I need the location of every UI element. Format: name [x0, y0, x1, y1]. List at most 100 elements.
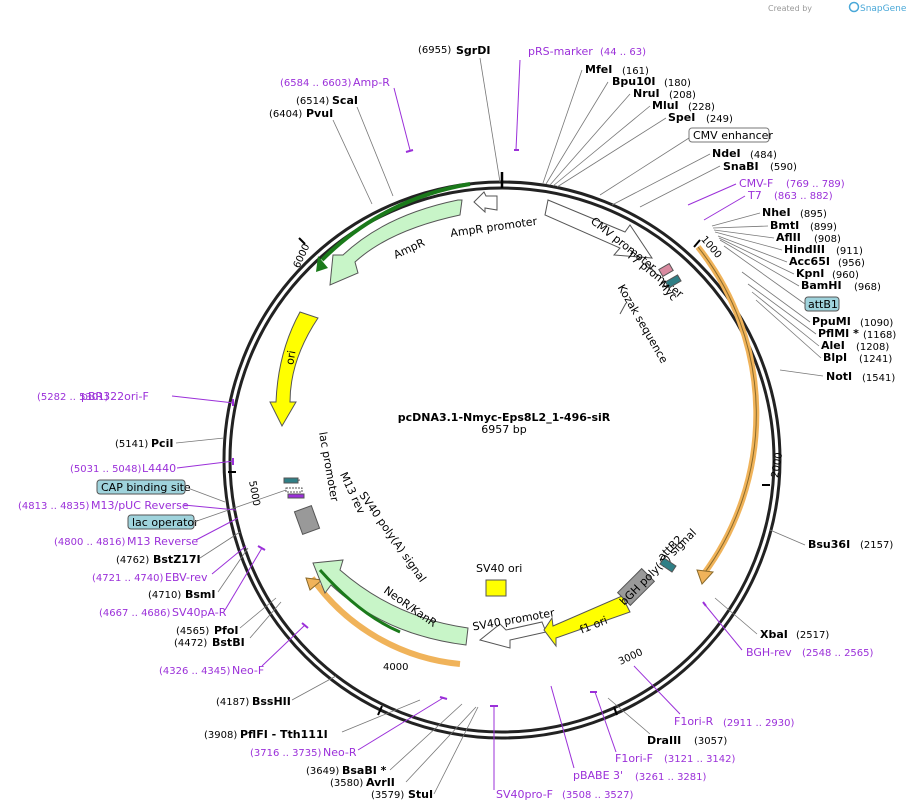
pvui-name: PvuI [306, 107, 333, 120]
plasmid-name: pcDNA3.1-Nmyc-Eps8L2_1-496-siR [398, 411, 611, 424]
cmv-f-name[interactable]: CMV-F [739, 177, 773, 190]
pflfi-name: PflFI - Tth111I [240, 728, 328, 741]
bgh-rev-name[interactable]: BGH-rev [746, 646, 792, 659]
aflii-name: AflII [776, 231, 801, 244]
bsmi-pos: (4710) [148, 590, 181, 601]
ampr-label: AmpR [392, 236, 428, 262]
neo-f-name[interactable]: Neo-F [232, 664, 264, 677]
f1ori-r-range: (2911 .. 2930) [723, 718, 795, 729]
ebv-rev-name[interactable]: EBV-rev [165, 571, 208, 584]
cmv-promoter-feature[interactable] [544, 199, 653, 259]
bsmi-name: BsmI [185, 588, 216, 601]
pcii-pos: (5141) [115, 439, 148, 450]
tick-2000: 2000 [770, 452, 785, 479]
ndei-pos: (484) [750, 150, 777, 161]
l4440-name[interactable]: L4440 [142, 462, 176, 475]
scai-name: ScaI [332, 94, 358, 107]
bstz17i-pos: (4762) [116, 555, 149, 566]
orf-outline-top [695, 245, 760, 577]
blpi-pos: (1241) [859, 354, 892, 365]
nrui-name: NruI [633, 87, 660, 100]
kpni-name: KpnI [796, 267, 824, 280]
t7-promoter-feature[interactable] [645, 261, 659, 277]
acc65i-pos: (956) [838, 258, 865, 269]
pcii-name: PciI [151, 437, 173, 450]
sgrdi-name: SgrDI [456, 44, 490, 57]
m13-primer-mark[interactable] [287, 493, 305, 499]
alei-pos: (1208) [856, 342, 889, 353]
backbone-inner-strand [228, 186, 776, 734]
pbr322ori-f-name[interactable]: pBR322ori-F [81, 390, 149, 403]
sv40-ori-feature[interactable] [485, 579, 507, 597]
ampr-feature[interactable] [329, 199, 463, 286]
ampr-promoter-feature[interactable] [473, 191, 498, 214]
ampr-orf-arrowhead [316, 256, 328, 272]
draiii-pos: (3057) [694, 736, 727, 747]
pfoi-pos: (4565) [176, 626, 209, 637]
f1ori-f-range: (3121 .. 3142) [664, 754, 736, 765]
prs-marker-name[interactable]: pRS-marker [528, 45, 593, 58]
kozak-feature[interactable] [619, 302, 627, 315]
neo-r-range: (3716 .. 3735) [250, 748, 322, 759]
cap-binding-site-label: CAP binding site [101, 481, 191, 494]
pbr322ori-f-range: (5282 .. 5301) [37, 392, 109, 403]
cmv-enhancer-box[interactable] [688, 127, 770, 143]
mfei-pos: (161) [622, 66, 649, 77]
amp-r-range: (6584 .. 6603) [280, 78, 352, 89]
neo-orf-line [318, 569, 401, 634]
bstbi-pos: (4472) [174, 638, 207, 649]
sv40-ori-label: SV40 ori [476, 562, 522, 575]
pbabe3-name[interactable]: pBABE 3' [573, 769, 623, 782]
m13-puc-rev-name[interactable]: M13/pUC Reverse [91, 499, 189, 512]
kozak-label: Kozak sequence [615, 282, 671, 366]
hindiii-pos: (911) [836, 246, 863, 257]
attb2-feature[interactable] [659, 557, 677, 573]
spei-name: SpeI [668, 111, 695, 124]
sv40-promoter-feature[interactable] [478, 621, 547, 649]
sv40pro-f-name[interactable]: SV40pro-F [496, 788, 553, 801]
ppumi-pos: (1090) [860, 318, 893, 329]
pflmi-pos: (1168) [863, 330, 896, 341]
f1ori-f-name[interactable]: F1ori-F [615, 752, 653, 765]
neo-r-name[interactable]: Neo-R [323, 746, 357, 759]
ampr-orf-line [320, 182, 471, 262]
noti-pos: (1541) [862, 373, 895, 384]
nhei-name: NheI [762, 206, 791, 219]
snabi-name: SnaBI [723, 160, 759, 173]
myc-feature[interactable] [658, 262, 674, 278]
scai-pos: (6514) [296, 96, 329, 107]
bsabi-pos: (3649) [306, 766, 339, 777]
nhei-pos: (895) [800, 209, 827, 220]
insert-feature[interactable] [664, 274, 682, 289]
backbone-outer-strand [222, 180, 782, 740]
m13-reverse-range: (4800 .. 4816) [54, 537, 126, 548]
ori-feature[interactable] [269, 311, 319, 428]
acc65i-name: Acc65I [789, 255, 830, 268]
bgh-polya-feature[interactable] [616, 567, 656, 607]
xbai-name: XbaI [760, 628, 788, 641]
cap-site-mark[interactable] [283, 477, 299, 484]
attb1-label: attB1 [808, 298, 838, 311]
sv40pa-r-name[interactable]: SV40pA-R [172, 606, 227, 619]
snapgene-brand: SnapGene [860, 4, 907, 14]
m13-reverse-name[interactable]: M13 Reverse [127, 535, 198, 548]
sv40-polya-feature[interactable] [293, 505, 321, 535]
t7-name[interactable]: T7 [747, 189, 762, 202]
ppumi-name: PpuMI [812, 315, 851, 328]
spei-pos: (249) [706, 114, 733, 125]
amp-r-name[interactable]: Amp-R [353, 76, 390, 89]
mlui-pos: (228) [688, 102, 715, 113]
tick-6000: 6000 [292, 242, 313, 270]
f1-ori-feature[interactable] [543, 595, 631, 648]
tick-3000: 3000 [617, 647, 645, 668]
cmv-f-range: (769 .. 789) [786, 179, 845, 190]
bsu36i-pos: (2157) [860, 540, 893, 551]
created-by-label: Created by [768, 4, 812, 13]
f1ori-r-name[interactable]: F1ori-R [674, 715, 714, 728]
bmti-name: BmtI [770, 219, 799, 232]
lac-operator-mark[interactable] [285, 487, 303, 493]
aflii-pos: (908) [814, 234, 841, 245]
orf-arrowhead-top [696, 569, 715, 585]
l4440-range: (5031 .. 5048) [70, 464, 142, 475]
